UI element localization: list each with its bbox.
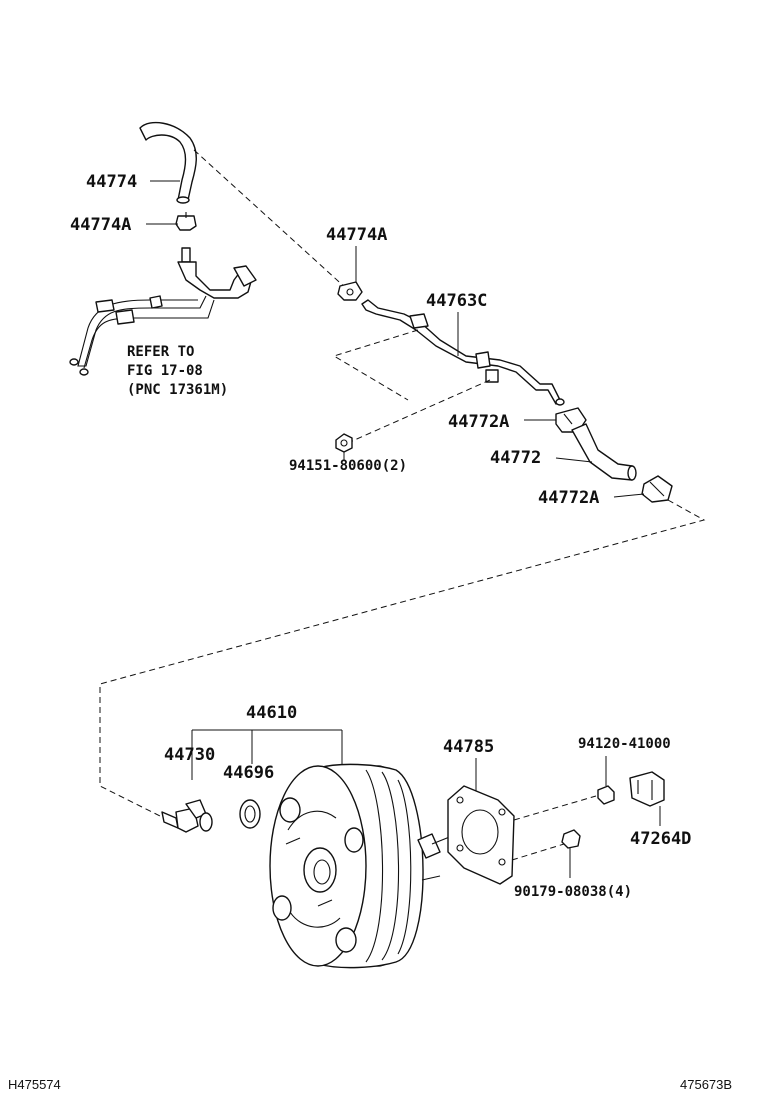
label-94120: 94120-41000 [578,736,671,752]
pipe-assembly-left[interactable] [69,247,257,376]
reference-line-3: (PNC 17361M) [127,382,228,398]
reference-line-1: REFER TO [127,344,194,360]
bracket-47264d[interactable] [629,771,665,807]
label-44772a-upper: 44772A [448,412,509,432]
gasket-44785[interactable] [447,785,515,885]
nut-94120[interactable] [597,785,615,805]
pipe-44763c[interactable] [361,299,565,406]
brake-booster-44610[interactable] [269,763,456,969]
bolt-90179[interactable] [561,829,581,849]
label-44730: 44730 [164,745,215,765]
hose-44774[interactable] [139,121,197,204]
label-44763c: 44763C [426,291,487,311]
label-47264d: 47264D [630,829,691,849]
label-44772: 44772 [490,448,541,468]
clamp-44774a-left[interactable] [175,212,197,231]
grommet-44696[interactable] [239,799,261,829]
label-44774a-left: 44774A [70,215,131,235]
label-44774: 44774 [86,172,137,192]
check-valve-44730[interactable] [161,799,213,833]
label-44772a-lower: 44772A [538,488,599,508]
clamp-44774a-mid[interactable] [337,281,363,301]
label-44774a-mid: 44774A [326,225,387,245]
label-44785: 44785 [443,737,494,757]
reference-line-2: FIG 17-08 [127,363,203,379]
label-94151: 94151-80600(2) [289,458,407,474]
label-90179: 90179-08038(4) [514,884,632,900]
clamp-44772a-lower[interactable] [641,475,673,503]
label-44696: 44696 [223,763,274,783]
hose-44772[interactable] [571,423,637,481]
label-44610: 44610 [246,703,297,723]
bolt-94151[interactable] [335,433,353,453]
footer-right-code: 475673B [680,1077,732,1092]
footer-left-code: H475574 [8,1077,61,1092]
